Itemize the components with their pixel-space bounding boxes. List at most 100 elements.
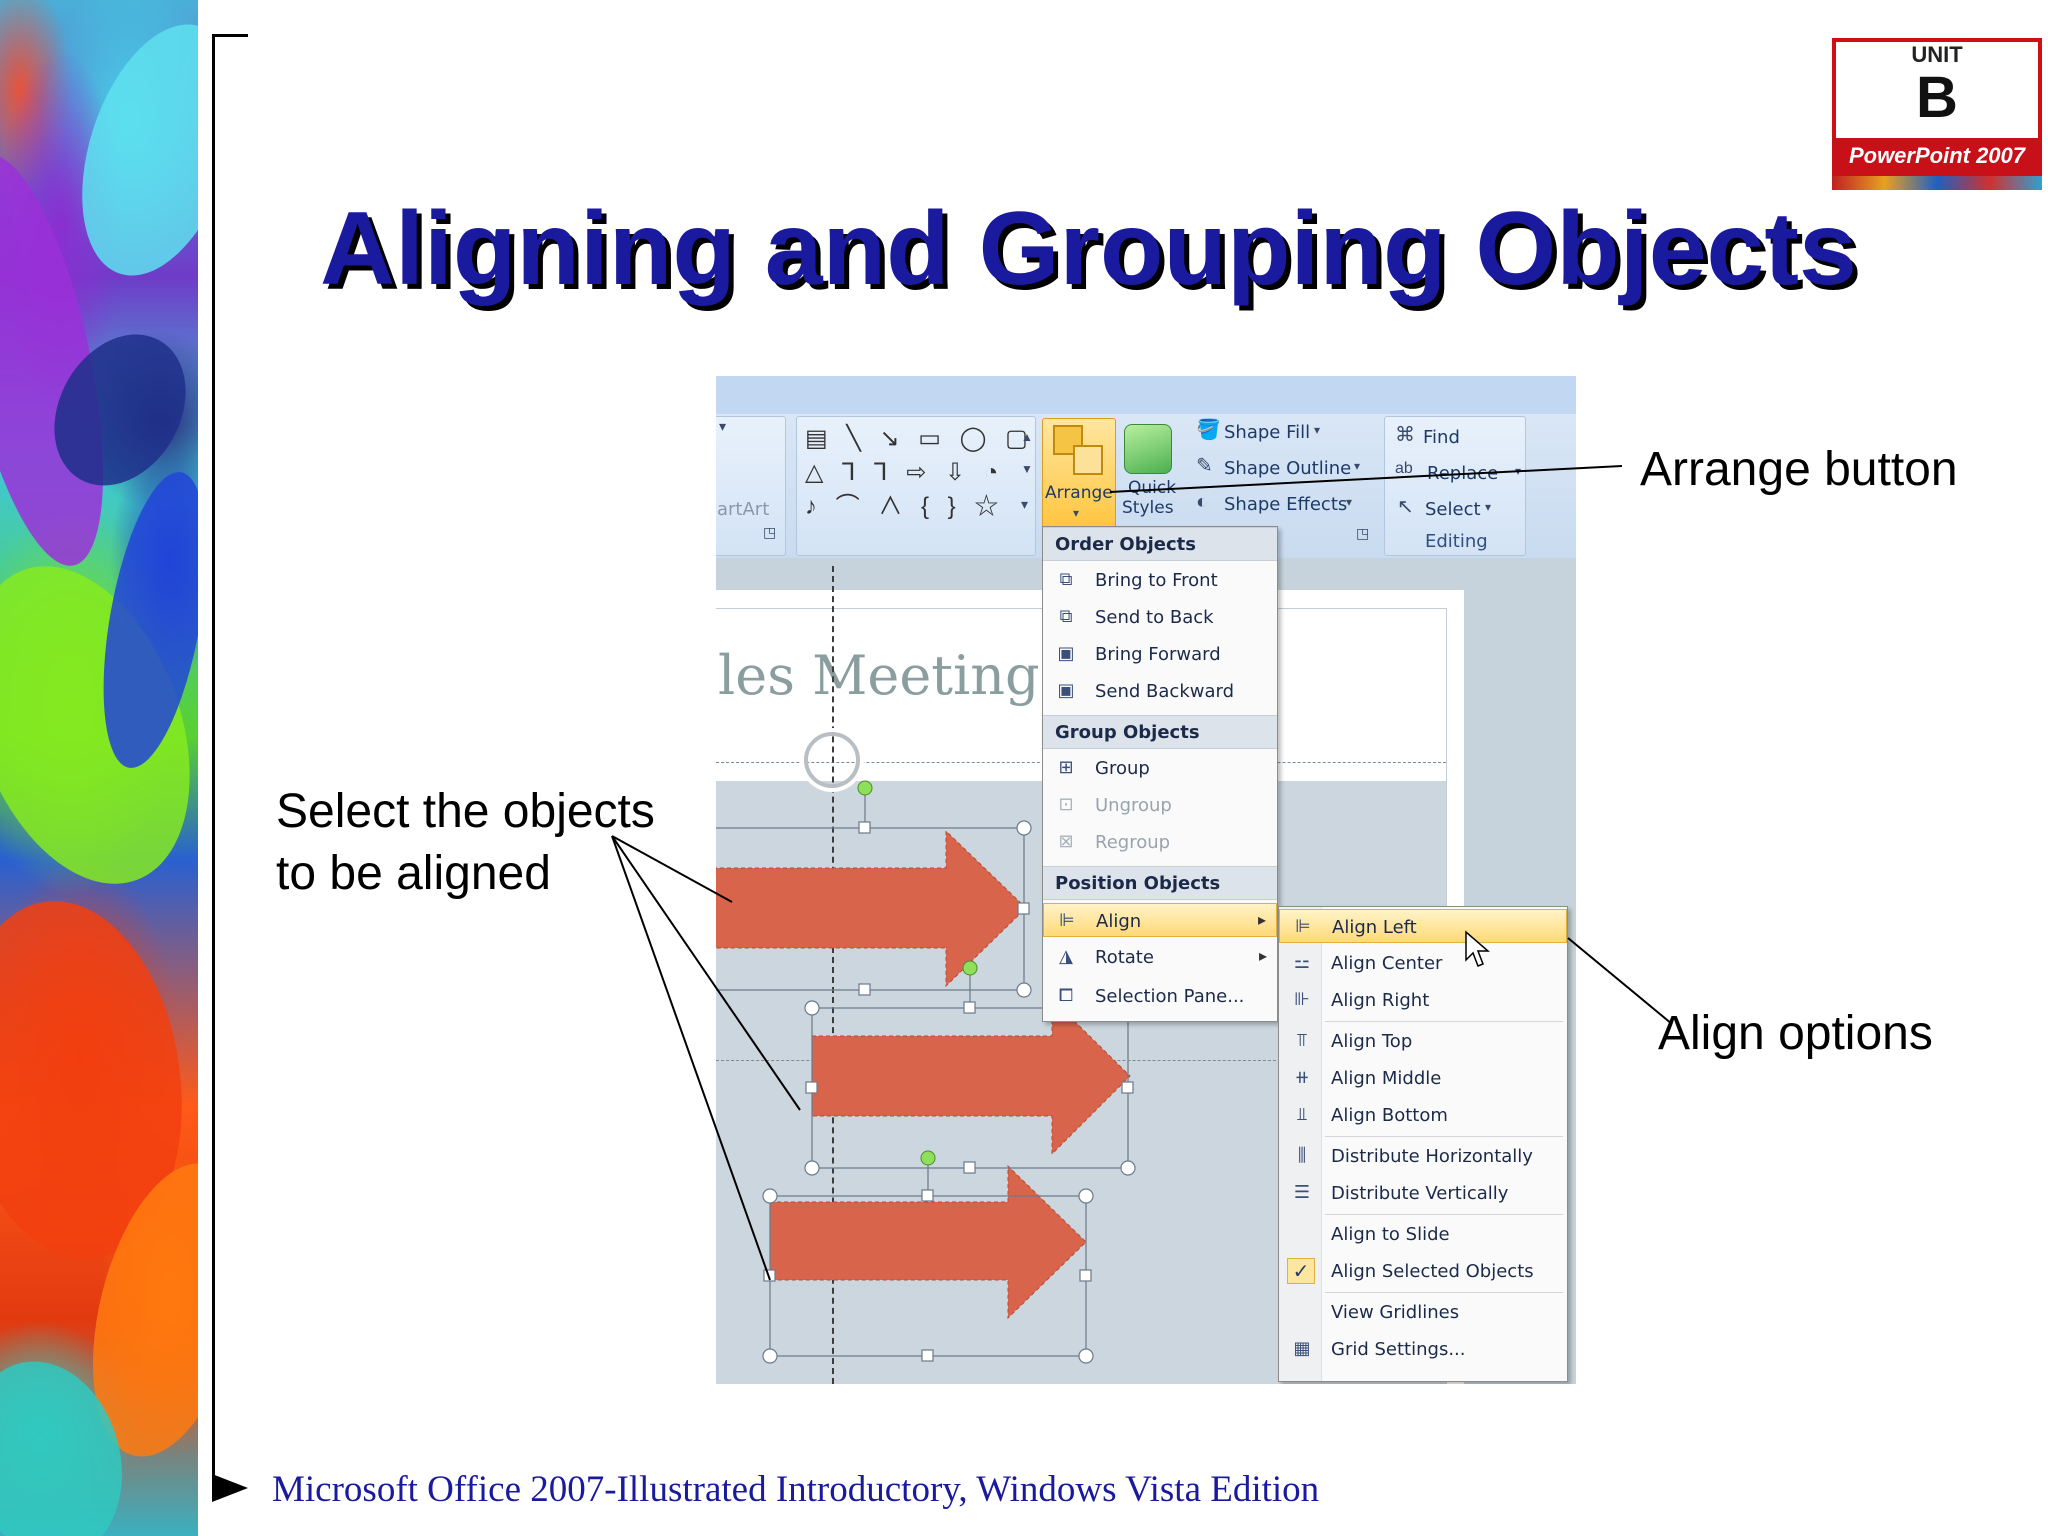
align-center-item[interactable]: ⚍Align Center [1279,946,1567,980]
grid-settings-item[interactable]: ▦Grid Settings... [1279,1332,1567,1366]
badge-app-bar: PowerPoint 2007 [1832,138,2042,176]
selection-pane-icon: ⧠ [1058,985,1074,1006]
order-objects-heading: Order Objects [1043,527,1277,561]
slide-title-fragment: les Meeting [718,644,1040,707]
slide-footer: Microsoft Office 2007-Illustrated Introd… [272,1469,1320,1510]
align-middle-item[interactable]: ⧺Align Middle [1279,1061,1567,1095]
distribute-vertically-icon: ☰ [1293,1182,1311,1203]
rotate-handle-2 [962,960,978,976]
decorative-painting-strip [0,0,198,1536]
regroup-item[interactable]: ⊠Regroup [1043,825,1277,859]
align-bottom-icon: ⫫ [1296,1104,1308,1125]
select-objects-callout-line-2: to be aligned [276,847,551,900]
pencil-outline-icon: ✎ [1196,455,1213,477]
align-top-item[interactable]: ⫪Align Top [1279,1024,1567,1058]
rotate-handle-3 [920,1150,936,1166]
arrange-dropdown-icon: ▾ [1073,506,1080,520]
editing-group: ⌘ Find ab Replace ▾ ↖ Select ▾ Editing [1384,416,1526,556]
bring-to-front-icon: ⧉ [1059,569,1073,590]
arrange-menu: Order Objects ⧉Bring to Front ⧉Send to B… [1042,526,1278,1022]
arrange-button-callout: Arrange button [1640,443,1958,496]
shape-effects-button[interactable]: Shape Effects [1224,494,1348,515]
rotate-item[interactable]: ◮Rotate ▸ [1043,940,1277,974]
position-objects-heading: Position Objects [1043,866,1277,900]
gallery-scroll-down-icon[interactable]: ▼ [1021,462,1033,476]
drawing-dialog-launcher-icon[interactable]: ◳ [1356,525,1370,541]
menu-separator [1325,1021,1563,1022]
shapes-gallery-row-1[interactable]: ▤ ╲ ↘ ▭ ◯ ▢ [805,425,1034,452]
shapes-gallery-row-2[interactable]: △ ⅂ ⅂ ⇨ ⇩ ◔ [805,459,1005,486]
select-callout-line-2 [611,835,801,1111]
slide-frame-corner [212,34,248,37]
dropdown-icon: ▾ [719,418,727,434]
editing-group-label: Editing [1425,531,1488,552]
arrange-button[interactable]: Arrange ▾ [1042,418,1116,528]
shape-outline-dropdown-icon[interactable]: ▾ [1354,459,1361,473]
selected-arrows-layer [716,780,1136,1364]
align-selected-objects-item[interactable]: ✓Align Selected Objects [1279,1254,1567,1288]
align-item[interactable]: ⊫Align ▸ [1043,903,1277,937]
find-button[interactable]: Find [1423,427,1460,448]
align-left-item[interactable]: ⊫Align Left [1279,909,1567,943]
send-to-back-item[interactable]: ⧉Send to Back [1043,600,1277,634]
paint-bucket-icon: 🪣 [1196,419,1221,441]
guide-line-vertical [832,566,834,1384]
arrange-icon [1053,425,1103,475]
checkmark-icon: ✓ [1287,1258,1315,1284]
ungroup-item[interactable]: ⊡Ungroup [1043,788,1277,822]
group-icon: ⊞ [1058,757,1074,778]
wordart-label: artArt [717,499,770,520]
rotate-handle-1 [857,780,873,796]
distribute-horizontally-icon: ⫼ [1297,1145,1307,1166]
align-right-item[interactable]: ⊪Align Right [1279,983,1567,1017]
group-item[interactable]: ⊞Group [1043,751,1277,785]
align-bottom-item[interactable]: ⫫Align Bottom [1279,1098,1567,1132]
shape-fill-button[interactable]: Shape Fill [1224,422,1311,443]
binoculars-icon: ⌘ [1395,424,1415,446]
align-left-icon: ⊫ [1295,916,1311,937]
grid-icon: ▦ [1293,1338,1311,1359]
rotate-icon: ◮ [1059,946,1073,967]
align-top-icon: ⫪ [1296,1030,1308,1051]
select-callout-line-1 [611,835,733,903]
align-icon: ⊫ [1059,910,1075,931]
select-button[interactable]: Select [1425,499,1481,520]
shape-effects-dropdown-icon[interactable]: ▾ [1346,495,1353,509]
distribute-horizontally-item[interactable]: ⫼Distribute Horizontally [1279,1139,1567,1173]
quick-styles-label-1[interactable]: Quick [1128,478,1177,498]
submenu-arrow-icon: ▸ [1257,910,1266,929]
view-gridlines-item[interactable]: View Gridlines [1331,1302,1460,1323]
menu-separator [1325,1292,1563,1293]
quick-styles-label-2[interactable]: Styles [1122,498,1174,518]
bring-forward-icon: ▣ [1057,643,1075,664]
bring-to-front-item[interactable]: ⧉Bring to Front [1043,563,1277,597]
arrow-shape-1 [716,829,1027,988]
shape-outline-button[interactable]: Shape Outline [1224,458,1352,479]
gallery-scroll-up-icon[interactable]: ▲ [1021,430,1033,444]
ribbon-tab-strip [716,376,1576,414]
shape-fill-dropdown-icon[interactable]: ▾ [1314,423,1321,437]
shapes-gallery-row-3[interactable]: ♪ ⌒ ∧ { } ☆ [805,493,1005,520]
arrange-label: Arrange [1045,483,1113,503]
select-dropdown-icon[interactable]: ▾ [1485,500,1492,514]
menu-separator [1325,1214,1563,1215]
align-callout-line [1567,937,1673,1025]
bring-forward-item[interactable]: ▣Bring Forward [1043,637,1277,671]
group-objects-heading: Group Objects [1043,715,1277,749]
select-callout-line-3 [611,835,771,1281]
powerpoint-screenshot: ▾ artArt ◳ ▤ ╲ ↘ ▭ ◯ ▢ △ ⅂ ⅂ ⇨ ⇩ ◔ ♪ ⌒ ∧… [716,376,1576,1384]
align-to-slide-item[interactable]: Align to Slide [1331,1224,1450,1245]
arrow-shape-3 [769,1164,1087,1320]
badge-decoration [1832,176,2042,190]
selection-pane-item[interactable]: ⧠Selection Pane... [1043,979,1277,1013]
badge-unit-letter: B [1916,65,1958,130]
gallery-more-icon[interactable]: ▾ [1021,496,1029,512]
quick-styles-icon[interactable] [1124,424,1172,474]
replace-icon: ab [1395,460,1413,477]
select-objects-callout-line-1: Select the objects [276,785,655,838]
distribute-vertically-item[interactable]: ☰Distribute Vertically [1279,1176,1567,1210]
footer-arrow-icon [212,1474,248,1502]
dialog-launcher-icon[interactable]: ◳ [763,524,777,540]
send-backward-item[interactable]: ▣Send Backward [1043,674,1277,708]
